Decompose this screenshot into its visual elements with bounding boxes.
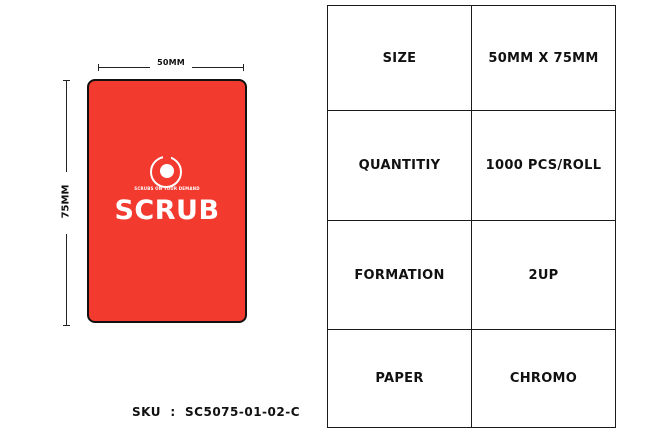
width-dimension: 50MM (98, 58, 244, 72)
spec-label-quantity: QUANTITIY (327, 110, 472, 221)
height-dimension-tick-bottom (63, 325, 70, 326)
sku-label: SKU (132, 405, 161, 419)
spec-label-paper: PAPER (327, 329, 472, 428)
spec-row-quantity: QUANTITIY 1000 PCS/ROLL (327, 110, 616, 221)
logo-tagline: SCRUBS ON YOUR DEMAND (134, 186, 200, 191)
width-dimension-line-right (192, 67, 244, 68)
sku-separator: : (170, 405, 176, 419)
spec-value-paper: CHROMO (471, 329, 616, 428)
width-dimension-tick-left (98, 64, 99, 71)
spec-row-size: SIZE 50MM X 75MM (327, 5, 616, 111)
height-dimension-line-bottom (66, 234, 67, 326)
spec-value-formation: 2UP (471, 220, 616, 330)
leaf-circle-logo-icon (150, 155, 182, 188)
sku-value: SC5075-01-02-C (185, 405, 301, 419)
width-dimension-label: 50MM (157, 58, 185, 67)
label-card: SCRUBS ON YOUR DEMAND SCRUB (87, 79, 247, 323)
spec-label-formation: FORMATION (327, 220, 472, 330)
sku-line: SKU : SC5075-01-02-C (132, 405, 300, 419)
spec-value-size: 50MM X 75MM (471, 5, 616, 111)
width-dimension-tick-right (243, 64, 244, 71)
height-dimension: 75MM (58, 80, 74, 326)
brand-name: SCRUB (114, 195, 220, 226)
spec-value-quantity: 1000 PCS/ROLL (471, 110, 616, 221)
spec-row-paper: PAPER CHROMO (327, 329, 616, 428)
width-dimension-line-left (98, 67, 150, 68)
spec-table: SIZE 50MM X 75MM QUANTITIY 1000 PCS/ROLL… (327, 5, 616, 428)
spec-label-size: SIZE (327, 5, 472, 111)
logo-ring-gap (163, 155, 171, 160)
height-dimension-label: 75MM (60, 184, 72, 219)
spec-row-formation: FORMATION 2UP (327, 220, 616, 330)
logo-inner-dot (160, 164, 174, 178)
height-dimension-line-top (66, 80, 67, 172)
